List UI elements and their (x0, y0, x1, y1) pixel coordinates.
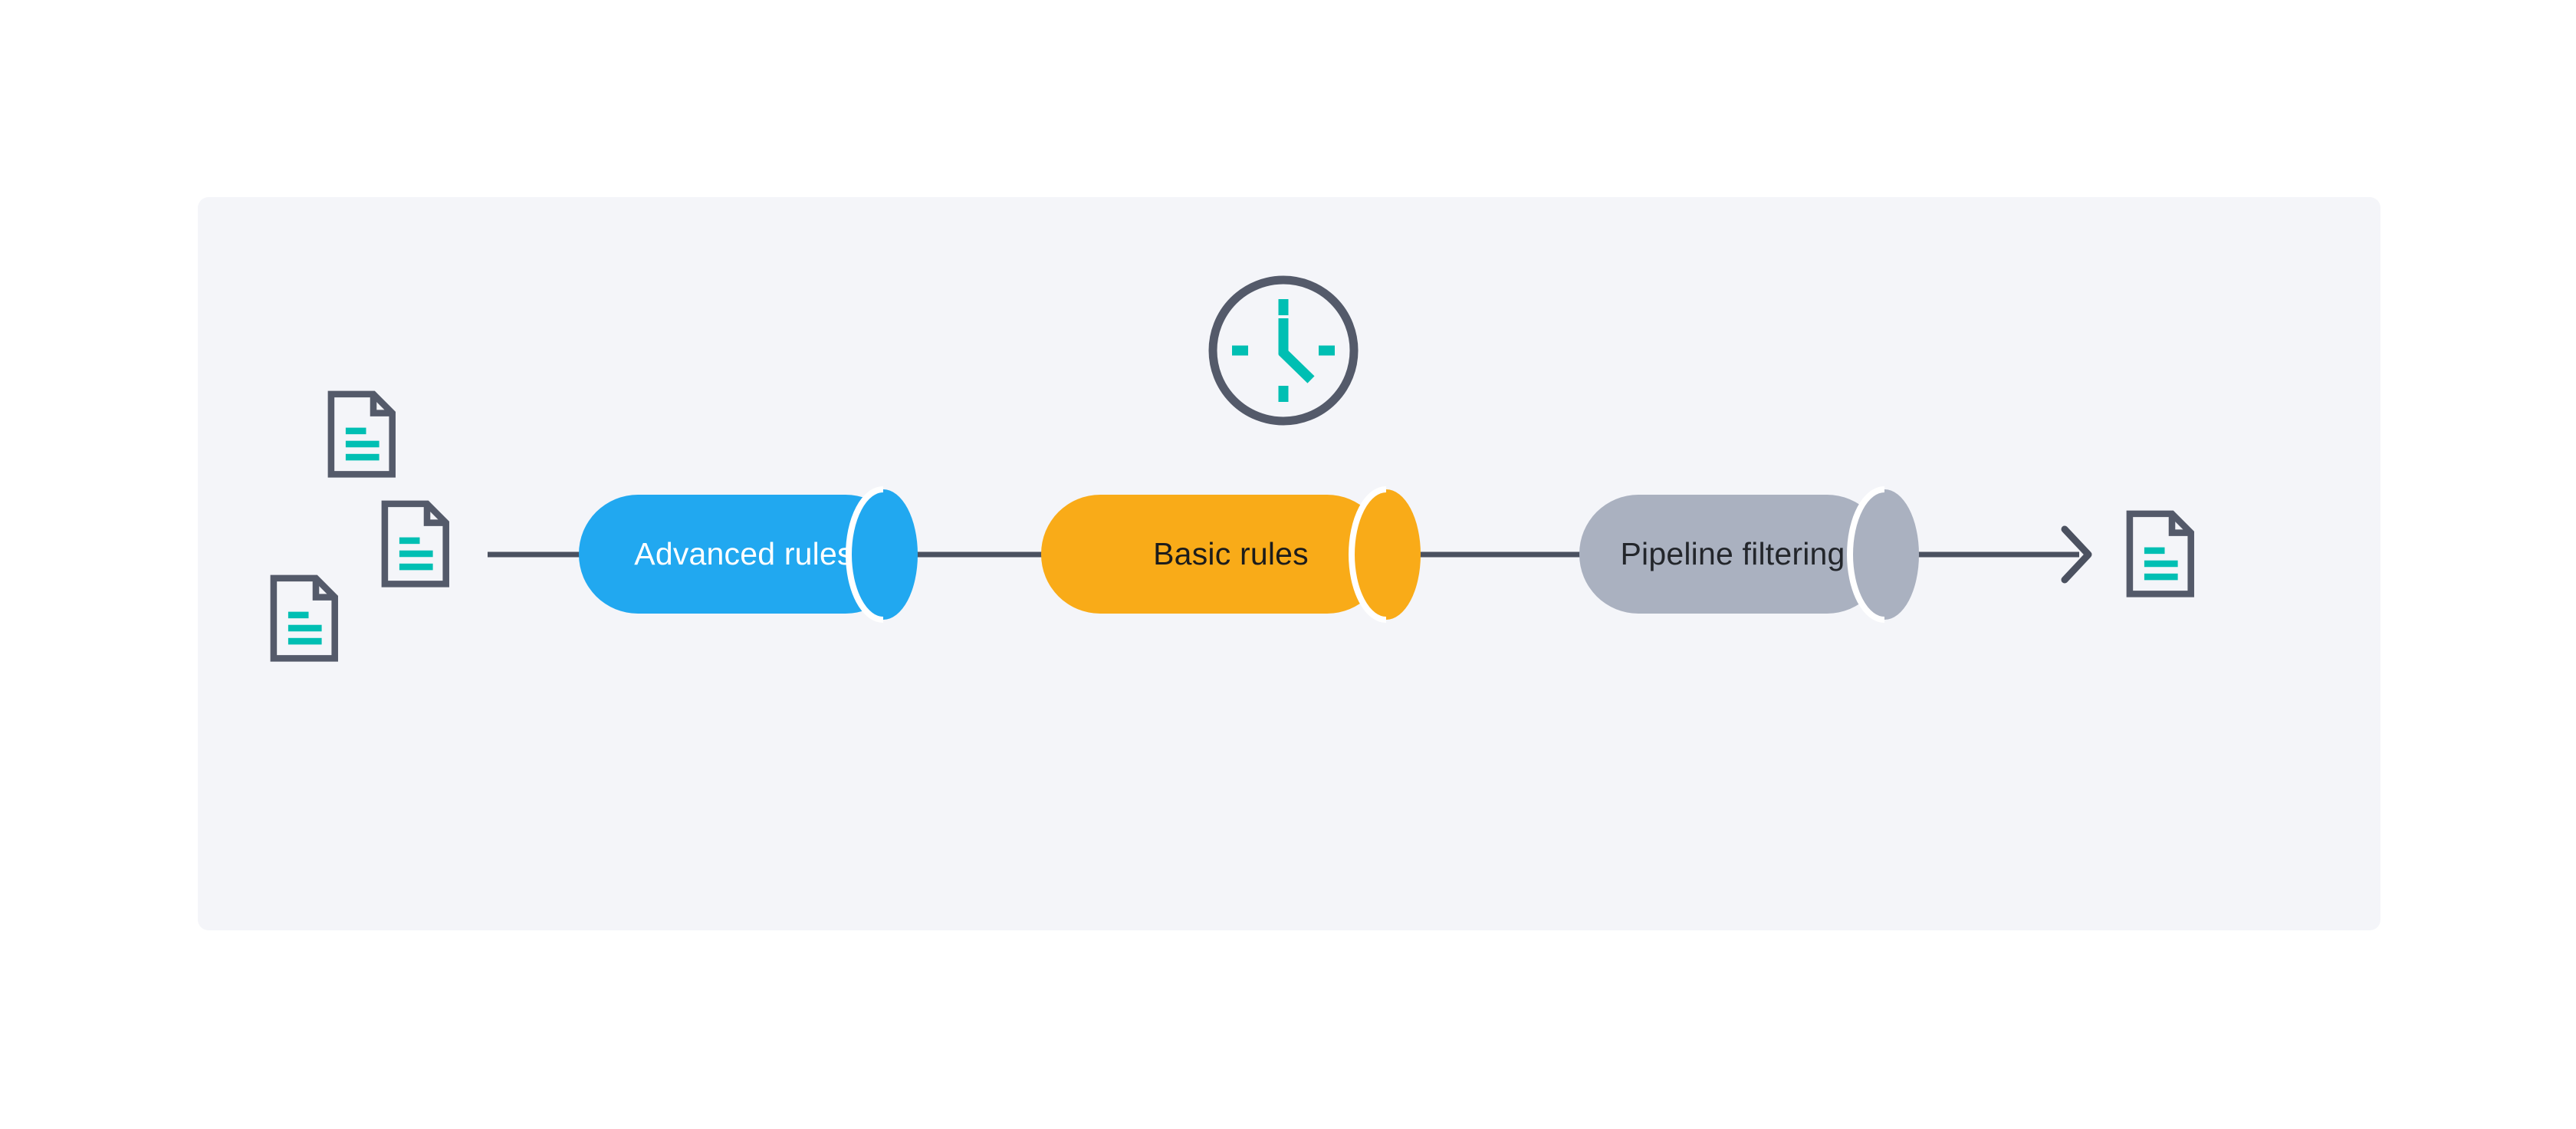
input-documents-group (274, 394, 446, 659)
clock-face-outline (1208, 275, 1359, 426)
node-end-cap (1352, 489, 1421, 620)
clock-hand-minute (1278, 347, 1315, 383)
document-icon (385, 504, 446, 584)
document-icon (2130, 514, 2191, 594)
node-cap-divider (1847, 486, 1885, 623)
node-cap-divider (1349, 486, 1387, 623)
node-cap-divider (846, 486, 884, 623)
clock-icon (1208, 275, 1359, 426)
node-end-cap (849, 489, 918, 620)
output-document-group (2130, 514, 2191, 594)
node-pipeline-filtering[interactable] (1579, 486, 1919, 623)
document-icon (331, 394, 393, 475)
node-end-cap (1850, 489, 1919, 620)
document-icon (274, 578, 335, 659)
node-basic-rules[interactable] (1041, 486, 1421, 623)
node-body (579, 495, 905, 614)
node-body (1041, 495, 1386, 614)
arrowhead-icon (2061, 525, 2092, 584)
node-advanced-rules[interactable] (579, 486, 918, 623)
node-body (1579, 495, 1886, 614)
